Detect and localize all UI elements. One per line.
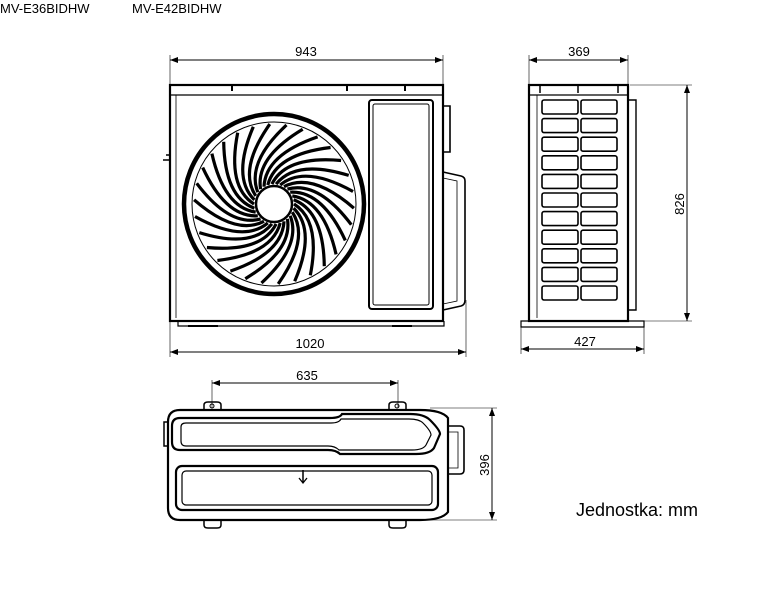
fan-blade xyxy=(198,222,274,241)
fan-blade xyxy=(292,207,307,282)
grille-slot xyxy=(580,248,618,264)
dim-396-label: 396 xyxy=(477,454,492,476)
dim-826-label: 826 xyxy=(672,193,687,215)
fan-blade xyxy=(286,186,353,226)
fan-blade xyxy=(233,132,255,206)
fan-blade xyxy=(292,198,326,267)
fan-blade xyxy=(258,127,304,190)
side-view: 369 826 427 xyxy=(520,44,692,354)
fan-blade xyxy=(193,198,265,228)
grille-slot xyxy=(541,266,579,283)
model-label-1: MV-E36BIDHW xyxy=(0,1,90,16)
fan-blade xyxy=(266,145,331,186)
dim-369-label: 369 xyxy=(568,44,590,59)
grille-slot xyxy=(541,229,579,245)
fan-blade xyxy=(222,141,256,210)
grille-slot xyxy=(580,173,618,190)
fan-blade xyxy=(210,153,257,214)
grille-slot xyxy=(541,99,579,115)
fan-blade xyxy=(229,221,286,273)
fan-blade xyxy=(217,222,282,263)
fan-blade xyxy=(274,167,350,186)
fan-blade xyxy=(244,218,290,281)
grille-slot xyxy=(580,117,618,134)
grille-slot xyxy=(580,136,618,152)
fan-blade xyxy=(253,123,288,193)
fan-blade xyxy=(293,202,315,276)
fan-blade xyxy=(262,135,319,187)
dim-427-label: 427 xyxy=(574,334,596,349)
top-view: 635 396 xyxy=(163,368,497,529)
grille-slot xyxy=(580,155,618,171)
model-label-2: MV-E42BIDHW xyxy=(132,1,222,16)
front-body xyxy=(168,83,445,323)
grille-slot xyxy=(580,99,618,115)
fan-blade xyxy=(290,190,347,242)
grille-slot xyxy=(580,210,618,227)
grille-slot xyxy=(541,210,579,227)
fan-blade xyxy=(291,194,338,255)
fan-blade xyxy=(276,211,301,285)
side-grille-slots xyxy=(541,99,618,301)
fan-blade xyxy=(279,174,354,193)
front-right-panel xyxy=(368,99,434,310)
dim-1020-label: 1020 xyxy=(296,336,325,351)
grille-slot xyxy=(541,285,579,301)
fan-blade xyxy=(241,126,256,201)
grille-slot xyxy=(541,117,579,134)
fan-blade xyxy=(206,223,278,250)
fan-blade xyxy=(283,180,355,210)
grille-slot xyxy=(541,136,579,152)
grille-slot xyxy=(580,192,618,208)
grille-slot xyxy=(580,229,618,245)
fan-blade xyxy=(260,215,295,285)
grille-slot xyxy=(541,192,579,208)
grille-slot xyxy=(580,285,618,301)
fan-blade xyxy=(247,123,272,197)
fan-blade xyxy=(194,215,269,234)
dim-943-label: 943 xyxy=(295,44,317,59)
fan-blade xyxy=(195,182,262,222)
grille-slot xyxy=(541,173,579,190)
grille-slot xyxy=(580,266,618,283)
fan-grille xyxy=(181,111,367,297)
grille-slot xyxy=(541,248,579,264)
fan-blade xyxy=(201,166,258,218)
front-view: 943 1020 xyxy=(163,44,467,357)
grille-slot xyxy=(541,155,579,171)
dim-635-label: 635 xyxy=(296,368,318,383)
unit-label: Jednostka: mm xyxy=(576,500,699,520)
fan-blade xyxy=(270,158,342,185)
